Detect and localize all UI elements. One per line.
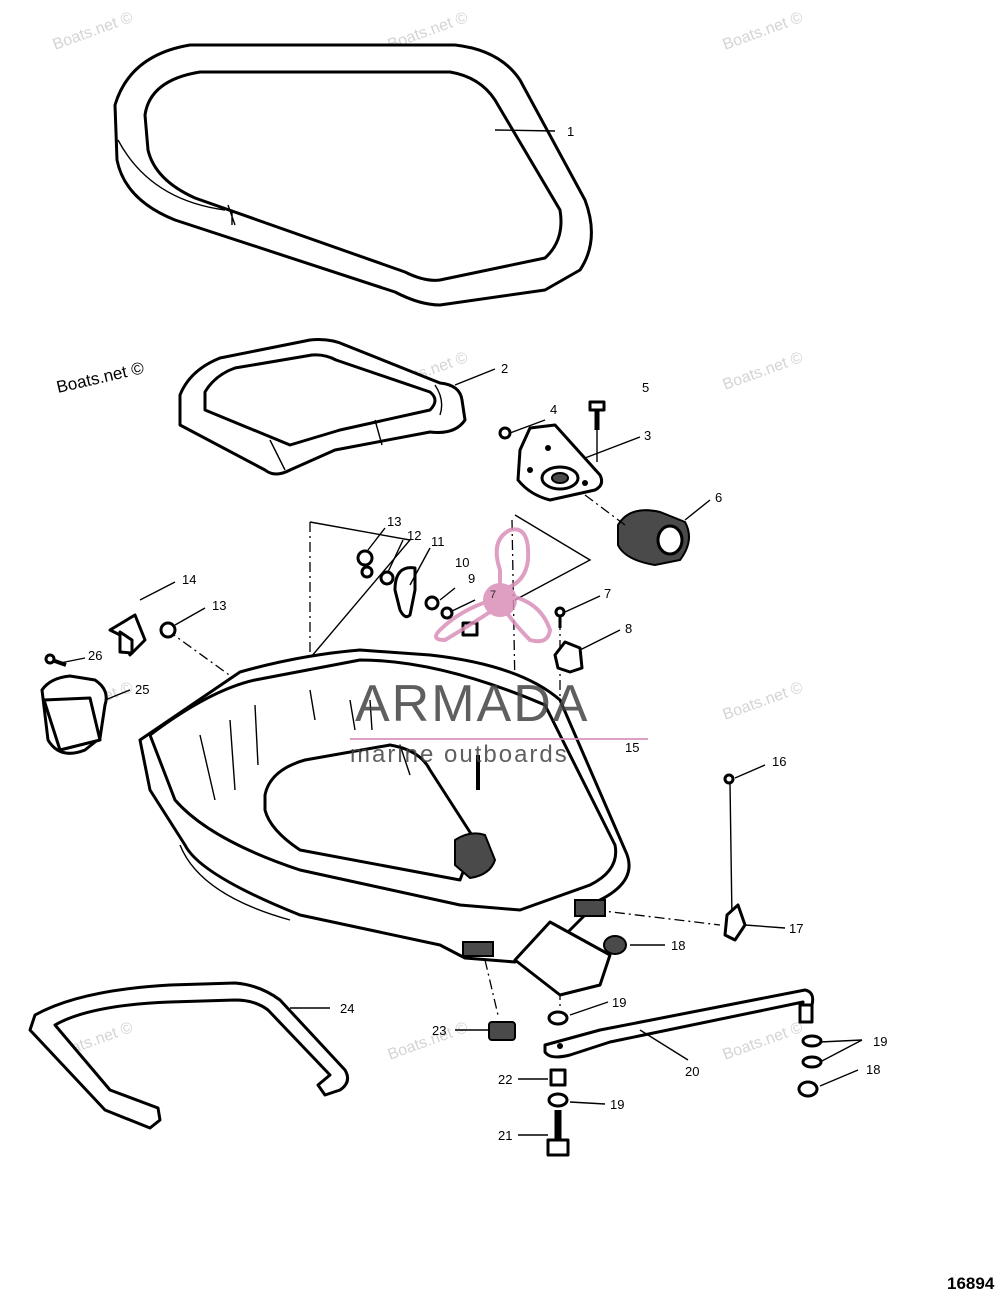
- part-2-seal: [178, 338, 467, 476]
- callout-2: 2: [501, 361, 508, 376]
- callouts: 1 2 3 4 5 6 7 8 9 10 11 12 13 13 14 15 1…: [88, 124, 887, 1143]
- watermark: Boats.net ©: [721, 9, 806, 54]
- callout-7b: 7: [490, 589, 496, 601]
- callout-18a: 18: [671, 938, 685, 953]
- watermark-dark: Boats.net ©: [55, 358, 147, 397]
- callout-4: 4: [550, 402, 557, 417]
- callout-13b: 13: [212, 598, 226, 613]
- part-25-cover: [40, 653, 108, 755]
- part-15-bottom-cowl: [138, 648, 631, 997]
- watermark: Boats.net ©: [721, 1019, 806, 1064]
- part-21-bolt: [546, 1068, 570, 1157]
- callout-20: 20: [685, 1064, 699, 1079]
- drawing-number: 16894: [947, 1274, 995, 1293]
- callout-10: 10: [455, 555, 469, 570]
- leader-lines: [59, 129, 863, 1136]
- watermark: Boats.net ©: [721, 679, 806, 724]
- callout-14: 14: [182, 572, 196, 587]
- callout-19c: 19: [873, 1034, 887, 1049]
- callout-19b: 19: [610, 1097, 624, 1112]
- callout-12: 12: [407, 528, 421, 543]
- part-17-link: [723, 773, 747, 942]
- callout-15: 15: [625, 740, 639, 755]
- callout-5: 5: [642, 380, 649, 395]
- part-3-bracket: [516, 423, 604, 502]
- part-20-link-rod: [543, 988, 815, 1059]
- logo-brand: ARMADA: [355, 675, 589, 733]
- callout-9: 9: [468, 571, 475, 586]
- part-6-grommet: [584, 494, 690, 567]
- part-8-bracket: [553, 606, 584, 674]
- part-23-clip: [488, 1021, 516, 1041]
- callout-3: 3: [644, 428, 651, 443]
- part-24-hose: [28, 981, 350, 1130]
- part-19-washers: [547, 1010, 823, 1108]
- callout-11: 11: [431, 534, 445, 549]
- callout-19a: 19: [612, 995, 626, 1010]
- callout-1: 1: [567, 124, 574, 139]
- armada-logo: 7 ARMADA marine outboards: [350, 527, 648, 768]
- callout-17: 17: [789, 921, 803, 936]
- part-5-bolt: [588, 400, 606, 462]
- callout-22: 22: [498, 1072, 512, 1087]
- part-18-nut: [603, 935, 819, 1098]
- watermark: Boats.net ©: [721, 349, 806, 394]
- callout-6: 6: [715, 490, 722, 505]
- callout-16: 16: [772, 754, 786, 769]
- part-1-seal: [113, 43, 593, 307]
- callout-25: 25: [135, 682, 149, 697]
- callout-24: 24: [340, 1001, 354, 1016]
- callout-7: 7: [604, 586, 611, 601]
- callout-23: 23: [432, 1023, 446, 1038]
- part-4-screw: [498, 419, 546, 440]
- logo-tagline: marine outboards: [350, 741, 569, 768]
- callout-21: 21: [498, 1128, 512, 1143]
- callout-8: 8: [625, 621, 632, 636]
- watermark: Boats.net ©: [386, 1019, 471, 1064]
- watermark: Boats.net ©: [51, 9, 136, 54]
- callout-26: 26: [88, 648, 102, 663]
- callout-13a: 13: [387, 514, 401, 529]
- part-14-bracket: [108, 613, 177, 657]
- callout-18b: 18: [866, 1062, 880, 1077]
